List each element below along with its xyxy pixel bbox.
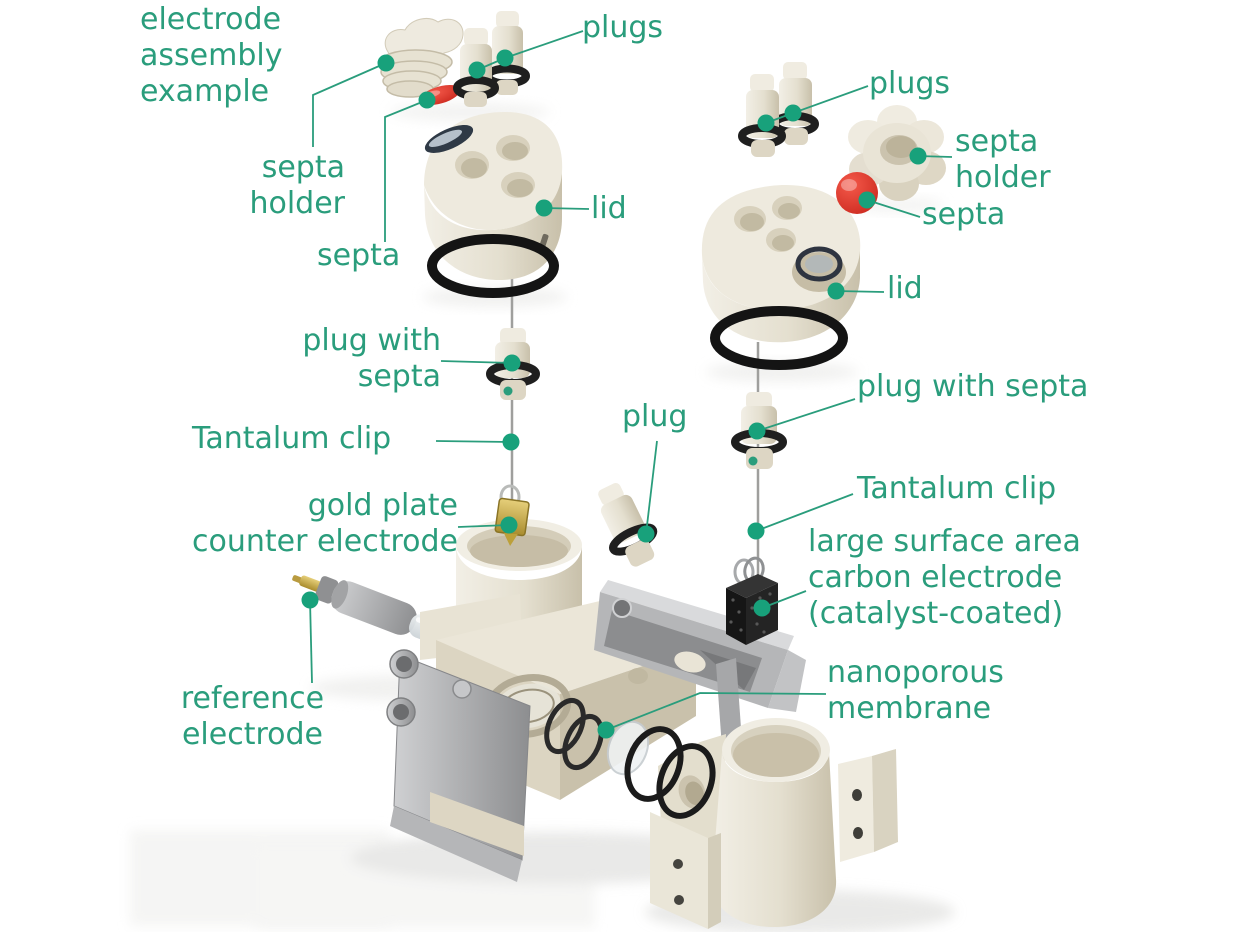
leader-dot <box>637 525 655 543</box>
push-fittings <box>386 649 472 727</box>
label-reference-electrode: reference electrode <box>180 681 325 752</box>
leader-dot <box>496 49 514 67</box>
leader-dot <box>502 433 520 451</box>
leader-dot <box>827 282 845 300</box>
cell-cup-part <box>650 718 898 929</box>
label-carbon-electrode: large surface area carbon electrode (cat… <box>808 524 1081 631</box>
leader-dot <box>747 522 765 540</box>
septa-holder-flower-part <box>848 105 946 201</box>
leader-dot <box>301 591 319 609</box>
membrane-disc-part <box>606 720 650 776</box>
label-plug-center: plug <box>622 399 688 434</box>
leader-dot <box>500 516 518 534</box>
leader-dot <box>784 104 802 122</box>
leader-dot <box>377 54 395 72</box>
label-tantalum-clip-right: Tantalum clip <box>857 471 1057 506</box>
leader-line <box>605 692 827 731</box>
label-electrode-assembly-example: electrode assembly example <box>140 2 283 109</box>
clamp-plate-left-part <box>386 649 531 882</box>
leader-dot <box>468 61 486 79</box>
leader-line <box>457 524 510 528</box>
plugs-part-left <box>453 11 530 107</box>
plug-part-center <box>598 482 658 567</box>
label-plug-with-septa-right: plug with septa <box>857 369 1089 404</box>
carbon-electrode-part <box>726 556 778 645</box>
label-gold-plate-counter-electrode: gold plate counter electrode <box>191 488 458 559</box>
label-plugs-left: plugs <box>582 10 664 45</box>
leader-line <box>440 360 513 364</box>
leader-dot <box>597 721 615 739</box>
label-septa-right: septa <box>922 197 1006 232</box>
label-lid-left: lid <box>591 191 627 226</box>
leader-dot <box>909 147 927 165</box>
leader-line <box>645 440 658 535</box>
leader-line <box>755 493 854 532</box>
lid-oring-right <box>710 306 848 370</box>
septa-holder-cap-part <box>379 18 464 98</box>
clamp-arm-right-part <box>594 580 806 748</box>
gold-plate-electrode-part <box>494 484 530 547</box>
label-nanoporous-membrane: nanoporous membrane <box>827 655 1004 726</box>
label-septa-left: septa <box>317 238 401 273</box>
label-plugs-right: plugs <box>869 66 951 101</box>
label-lid-right: lid <box>887 271 923 306</box>
leader-dot <box>535 199 553 217</box>
label-septa-holder-right: septa holder <box>955 124 1051 195</box>
leader-line <box>756 398 856 432</box>
leader-dot <box>748 422 766 440</box>
leader-line <box>312 62 387 147</box>
spring-part <box>544 697 604 771</box>
leader-dot <box>757 114 775 132</box>
leader-dots <box>301 49 927 739</box>
label-septa-holder-left: septa holder <box>249 150 345 221</box>
leader-dot <box>753 599 771 617</box>
membrane-orings-part <box>606 720 716 819</box>
label-tantalum-clip-left: Tantalum clip <box>192 421 392 456</box>
leader-line <box>435 440 512 443</box>
leader-line <box>309 599 313 684</box>
leader-dot <box>858 191 876 209</box>
lid-oring-left <box>427 234 559 298</box>
leader-dot <box>503 354 521 372</box>
label-plug-with-septa-left: plug with septa <box>302 323 441 394</box>
lid-part-left <box>424 112 563 281</box>
leader-line <box>866 199 921 218</box>
leader-dot <box>418 91 436 109</box>
leader-line <box>384 99 428 242</box>
